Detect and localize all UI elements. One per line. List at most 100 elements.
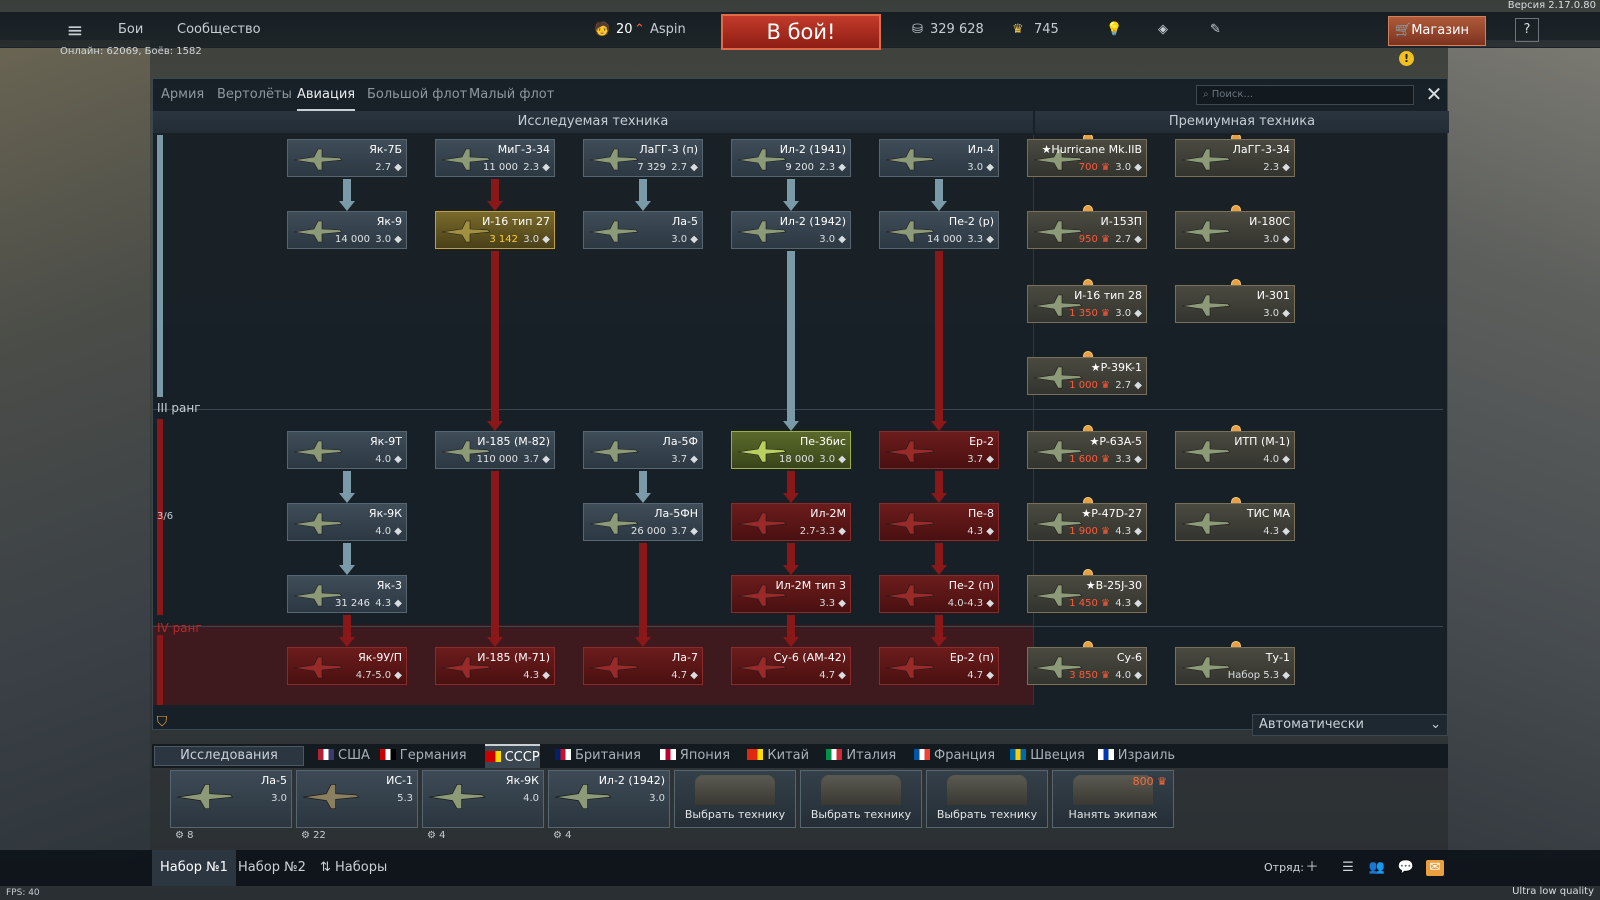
menu-icon[interactable]: ≡ <box>66 18 84 42</box>
nation-tab-5[interactable]: Китай <box>747 744 809 768</box>
empty-slot[interactable]: Выбрать технику <box>674 770 796 828</box>
vehicle-card[interactable]: Су-6 (АМ-42)4.7 ◆ <box>731 647 851 685</box>
tab-bluewater-fleet[interactable]: Большой флот <box>367 87 468 102</box>
add-icon[interactable]: ＋ <box>1305 860 1319 875</box>
to-battle-button[interactable]: В бой! <box>721 14 881 50</box>
nation-label: Италия <box>846 748 897 763</box>
tab-aviation[interactable]: Авиация <box>297 79 356 111</box>
vehicle-card[interactable]: Ил-2 (1941)2.3 ◆9 200 <box>731 139 851 177</box>
preset-2-tab[interactable]: Набор №2 <box>238 860 306 875</box>
menu-community[interactable]: Сообщество <box>177 22 261 37</box>
research-button[interactable]: Исследования <box>154 746 304 766</box>
hire-crew-slot[interactable]: 800 ♛Нанять экипаж <box>1052 770 1174 828</box>
menu-battles[interactable]: Бои <box>118 22 144 37</box>
silver-balance[interactable]: 329 628 <box>930 22 984 37</box>
nation-tab-4[interactable]: Япония <box>659 744 730 768</box>
preset-1-tab[interactable]: Набор №1 <box>152 850 236 886</box>
nation-tab-1[interactable]: Германия <box>379 744 467 768</box>
nation-label: Китай <box>767 748 810 763</box>
decal-icon[interactable]: ◈ <box>1158 22 1168 37</box>
vehicle-card[interactable]: Ил-2 (1942)3.0 ◆ <box>731 211 851 249</box>
crew-slot[interactable]: Ил-2 (1942)3.0⚙ 4 <box>548 770 670 841</box>
nation-tab-3[interactable]: Британия <box>555 744 641 768</box>
vehicle-card[interactable]: И-185 (М-71)4.3 ◆ <box>435 647 555 685</box>
vehicle-card[interactable]: И-185 (М-82)3.7 ◆110 000 <box>435 431 555 469</box>
help-icon[interactable]: ? <box>1515 18 1539 42</box>
auto-select-dropdown[interactable]: Автоматически⌄ <box>1252 714 1448 736</box>
tree-arrow-icon <box>635 637 651 647</box>
shield-icon[interactable]: ⛉ <box>156 714 168 730</box>
nation-label: Швеция <box>1030 748 1085 763</box>
nation-tab-2[interactable]: СССР <box>484 744 540 768</box>
chat-icon[interactable]: 💬 <box>1397 860 1415 875</box>
contacts-icon[interactable]: 👥 <box>1368 860 1386 875</box>
gold-price: 1 600 ♛ <box>1069 454 1110 465</box>
coupon-icon[interactable]: ✎ <box>1210 22 1221 37</box>
close-icon[interactable]: ✕ <box>1425 82 1443 106</box>
empty-slot[interactable]: Выбрать технику <box>926 770 1048 828</box>
tree-connector <box>639 179 647 203</box>
tab-helicopters[interactable]: Вертолёты <box>217 87 292 102</box>
lightbulb-icon[interactable]: 💡 <box>1106 22 1123 37</box>
player-avatar-icon[interactable]: 🧑 <box>594 22 611 37</box>
presets-button[interactable]: ⇅ Наборы <box>312 850 395 886</box>
nation-tab-6[interactable]: Италия <box>826 744 896 768</box>
nation-tab-0[interactable]: США <box>318 744 370 768</box>
gold-balance[interactable]: 745 <box>1034 22 1059 37</box>
nation-tab-8[interactable]: Швеция <box>1010 744 1085 768</box>
tab-coastal-fleet[interactable]: Малый флот <box>469 87 555 102</box>
aircraft-icon <box>588 218 640 244</box>
mail-icon[interactable]: ✉ <box>1426 860 1444 876</box>
aircraft-icon <box>1180 510 1232 536</box>
player-name[interactable]: Aspin <box>650 22 686 37</box>
vehicle-card[interactable]: ЛаГГ-3 (п)2.7 ◆7 329 <box>583 139 703 177</box>
shop-button[interactable]: 🛒Магазин! <box>1388 16 1486 66</box>
empty-slot[interactable]: Выбрать технику <box>800 770 922 828</box>
list-icon[interactable]: ☰ <box>1342 860 1354 875</box>
vehicle-card[interactable]: Пе-2 (р)3.3 ◆14 000 <box>879 211 999 249</box>
vehicle-card[interactable]: Ер-2 (п)4.7 ◆ <box>879 647 999 685</box>
nation-tab-7[interactable]: Франция <box>914 744 995 768</box>
vehicle-name: Ил-4 <box>967 143 994 156</box>
nation-tab-9[interactable]: Израиль <box>1097 744 1175 768</box>
vehicle-card[interactable]: Пе-2 (п)4.0-4.3 ◆ <box>879 575 999 613</box>
tab-army[interactable]: Армия <box>161 87 205 102</box>
search-input[interactable]: ⌕ Поиск... <box>1196 85 1414 105</box>
premium-vehicle-card[interactable]: ИТП (М-1)4.0 ◆ <box>1175 431 1295 469</box>
